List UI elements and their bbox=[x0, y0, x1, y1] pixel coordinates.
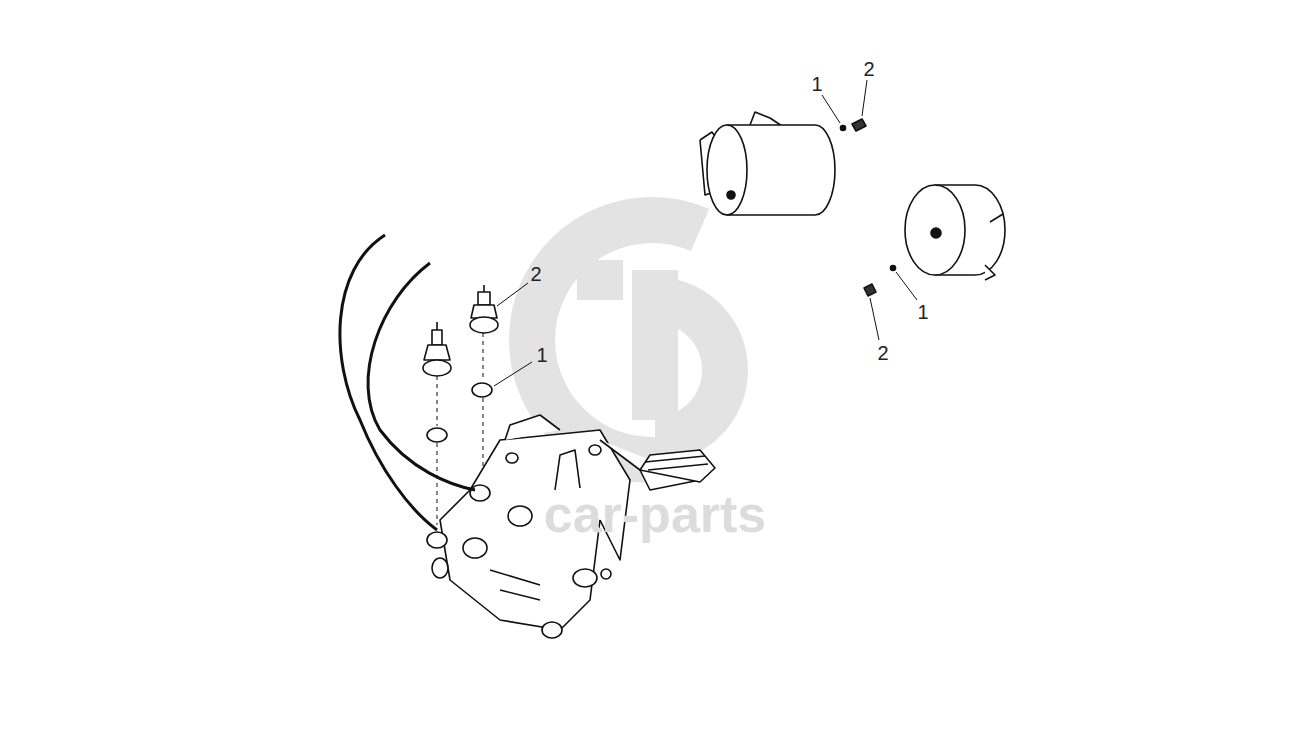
air-tank bbox=[700, 112, 866, 215]
watermark: car-parts bbox=[544, 488, 767, 540]
callout-number: 1 bbox=[811, 74, 822, 94]
callout-number: 1 bbox=[536, 345, 547, 365]
callout-number: 2 bbox=[863, 59, 874, 79]
air-tank bbox=[864, 185, 1005, 296]
callout-number: 2 bbox=[877, 343, 888, 363]
air-hose bbox=[340, 235, 475, 530]
leader-line bbox=[494, 80, 917, 386]
callout-number: 1 bbox=[917, 302, 928, 322]
sealing-washer bbox=[427, 383, 492, 442]
watermark-logo bbox=[532, 220, 725, 460]
pressure-switch bbox=[423, 285, 498, 376]
callout-number: 2 bbox=[530, 264, 541, 284]
